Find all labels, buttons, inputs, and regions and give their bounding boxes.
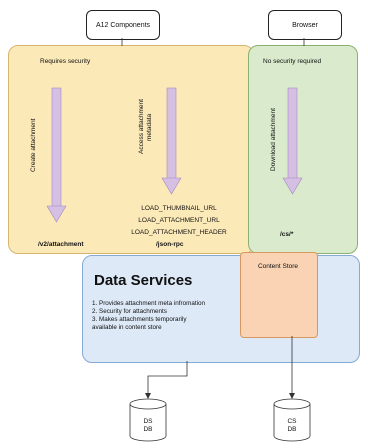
download-attachment-label: Download attachment bbox=[270, 108, 277, 172]
access-metadata-label-line1: Access attachment bbox=[138, 99, 145, 155]
access-metadata-label-line2: metadata bbox=[146, 113, 153, 141]
ds-db-connector bbox=[145, 361, 188, 399]
cs-db-label: CS DB bbox=[274, 418, 310, 434]
endpoint-v2-attachment: /v2/attachment bbox=[38, 241, 84, 248]
endpoint-json-rpc: /json-rpc bbox=[156, 241, 184, 248]
data-services-item: available in content store bbox=[92, 324, 162, 331]
create-attachment-arrow bbox=[46, 87, 67, 223]
content-store-title: Content Store bbox=[257, 263, 299, 270]
secure-zone bbox=[8, 45, 254, 254]
browser-label: Browser bbox=[292, 21, 318, 29]
create-attachment-label: Create attachment bbox=[30, 118, 37, 172]
browser-box: Browser bbox=[268, 10, 342, 40]
content-store-box bbox=[240, 252, 318, 338]
cs-db-connector bbox=[289, 336, 295, 399]
cs-db-label-line1: CS bbox=[287, 418, 297, 425]
load-actions-list: LOAD_THUMBNAIL_URL LOAD_ATTACHMENT_URL L… bbox=[118, 203, 240, 239]
access-metadata-label: Access attachment metadata bbox=[138, 92, 154, 162]
download-attachment-arrow bbox=[282, 87, 303, 195]
a12-components-box: A12 Components bbox=[86, 10, 160, 40]
data-services-title: Data Services bbox=[94, 272, 193, 289]
a12-components-label: A12 Components bbox=[95, 21, 151, 29]
no-security-caption: No security required bbox=[263, 58, 322, 65]
data-services-item: 1. Provides attachment meta infromation bbox=[92, 300, 206, 307]
data-services-item: 3. Makes attachments temporarily bbox=[92, 316, 187, 323]
data-services-item: 2. Security for attachments bbox=[92, 308, 167, 315]
load-action-item: LOAD_ATTACHMENT_HEADER bbox=[131, 229, 227, 236]
ds-db-cylinder bbox=[129, 398, 167, 442]
ds-db-label-line1: DS bbox=[143, 418, 153, 425]
cs-db-label-line2: DB bbox=[287, 426, 297, 433]
access-metadata-arrow bbox=[161, 87, 182, 195]
ds-db-label-line2: DB bbox=[143, 426, 153, 433]
requires-security-caption: Requires security bbox=[40, 58, 91, 65]
endpoint-cs: /cs/* bbox=[280, 231, 294, 238]
load-action-item: LOAD_THUMBNAIL_URL bbox=[141, 205, 217, 212]
cs-db-cylinder bbox=[273, 398, 311, 442]
data-services-list: 1. Provides attachment meta infromation … bbox=[92, 300, 205, 332]
load-action-item: LOAD_ATTACHMENT_URL bbox=[138, 217, 220, 224]
ds-db-label: DS DB bbox=[130, 418, 166, 434]
